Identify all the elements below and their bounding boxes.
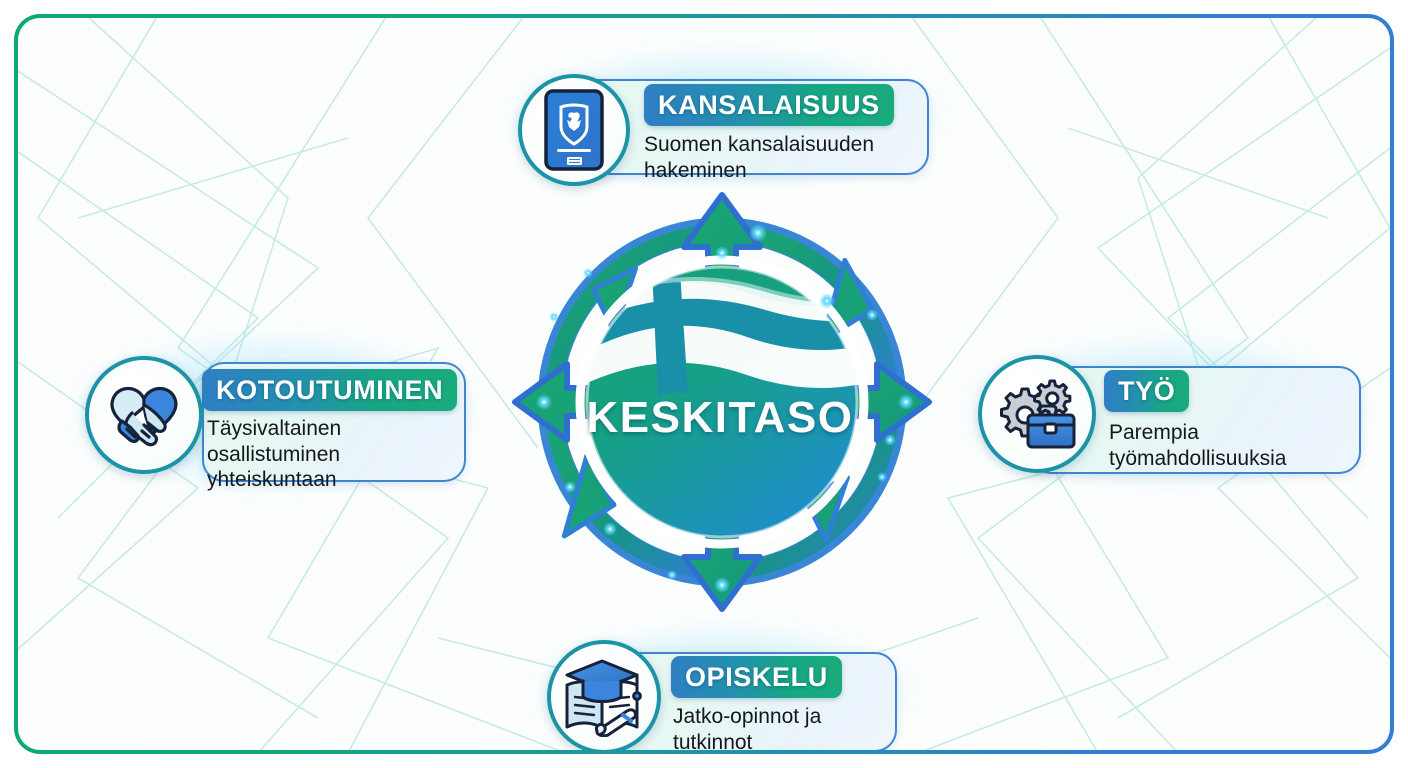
gears-briefcase-icon <box>1000 379 1076 449</box>
icon-circle-tyo <box>978 355 1096 473</box>
card-title-pill: KANSALAISUUS <box>644 84 894 126</box>
card-title-pill: TYÖ <box>1104 370 1190 412</box>
glow-sparkles <box>536 224 914 593</box>
frame-inner: KESKITASO <box>18 18 1390 750</box>
graduation-book-diploma-icon <box>565 659 642 737</box>
card-title-pill: OPISKELU <box>671 656 842 698</box>
center-hub-graphic <box>512 192 932 612</box>
card-opiskelu[interactable]: OPISKELU Jatko-opinnot ja tutkinnot <box>529 622 917 750</box>
card-subtitle: Suomen kansalaisuuden hakeminen <box>644 133 874 182</box>
card-kotoutuminen[interactable]: KOTOUTUMINEN Täysivaltainen osallistumin… <box>66 330 482 494</box>
card-subtitle: Parempia työmahdollisuuksia <box>1109 421 1287 470</box>
card-title: KANSALAISUUS <box>658 89 880 120</box>
card-title: OPISKELU <box>685 661 828 692</box>
card-title: KOTOUTUMINEN <box>216 374 444 405</box>
finland-flag-motif <box>587 268 857 397</box>
card-subtitle: Täysivaltainen osallistuminen yhteiskunt… <box>207 417 342 492</box>
icon-circle-opiskelu <box>547 640 661 750</box>
finnish-passport-icon <box>544 89 604 171</box>
card-subtitle: Jatko-opinnot ja tutkinnot <box>673 705 822 750</box>
handshake-heart-icon <box>110 386 178 447</box>
card-title-pill: KOTOUTUMINEN <box>202 369 458 411</box>
outer-frame: KESKITASO <box>14 14 1394 754</box>
card-title: TYÖ <box>1118 375 1176 406</box>
card-kansalaisuus[interactable]: KANSALAISUUS Suomen kansalaisuuden hakem… <box>504 46 950 188</box>
icon-circle-kansalaisuus <box>518 74 630 186</box>
icon-circle-kotoutuminen <box>85 356 203 474</box>
card-tyo[interactable]: TYÖ Parempia työmahdollisuuksia <box>959 334 1377 490</box>
